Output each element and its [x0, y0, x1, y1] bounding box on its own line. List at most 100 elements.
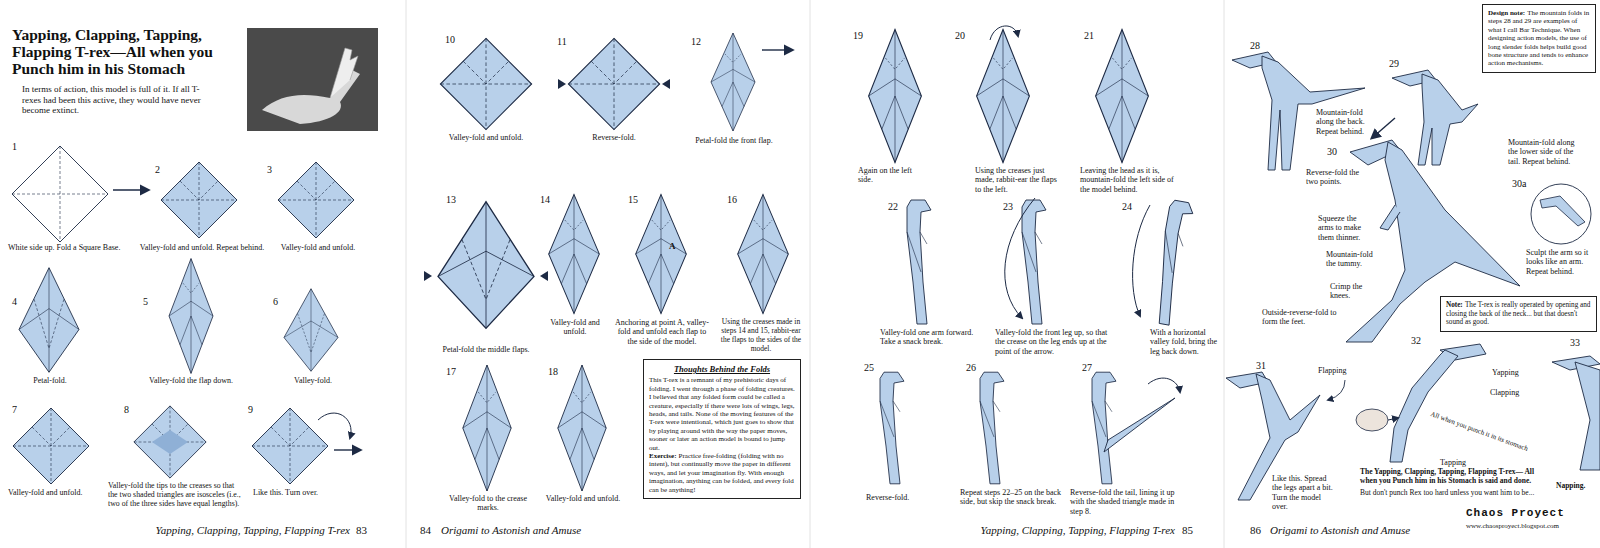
- fold-caption: Origami to Astonish and Amuse: [441, 524, 581, 537]
- step-number: 4: [12, 296, 17, 308]
- step-12: [711, 33, 755, 131]
- box-heading: Thoughts Behind the Folds: [649, 364, 795, 374]
- fold-caption: But don't punch Rex too hard unless you …: [1360, 489, 1552, 498]
- step-number: 21: [1084, 30, 1094, 42]
- fold-caption: Reverse-fold.: [574, 133, 654, 142]
- fold-caption: Reverse-fold.: [866, 493, 909, 502]
- step-number: A: [669, 241, 676, 252]
- fold-caption: Sculpt the arm so it looks like an arm. …: [1526, 248, 1592, 276]
- fold-caption: Flapping: [1318, 366, 1346, 375]
- fold-caption: Using the creases made in steps 14 and 1…: [720, 318, 802, 353]
- fold-caption: Valley-fold to the crease marks.: [442, 494, 534, 513]
- fold-caption: Clapping: [1490, 388, 1519, 397]
- fold-caption: Mountain-fold along the back. Repeat beh…: [1316, 108, 1380, 136]
- step-number: 30a: [1512, 178, 1526, 190]
- fold-caption: Crimp the knees.: [1330, 282, 1376, 301]
- fold-drawing: [1380, 205, 1400, 230]
- fold-arrow: [1133, 205, 1150, 316]
- step-27-tail: [1104, 378, 1180, 452]
- fold-caption: Valley-fold the front leg up, so that th…: [995, 328, 1115, 356]
- step-number: 14: [540, 194, 550, 206]
- fold-caption: Reverse-fold the two points.: [1306, 168, 1361, 187]
- fold-drawing: [12, 146, 108, 242]
- step-number: 33: [1570, 337, 1580, 349]
- step-2: [161, 162, 237, 238]
- step-19: [869, 29, 922, 162]
- step-11: [568, 38, 659, 129]
- step-3: [278, 162, 354, 238]
- fold-caption: Origami to Astonish and Amuse: [1270, 524, 1410, 537]
- step-15: [636, 195, 687, 314]
- fold-caption: Yapping, Clapping, Tapping, Flapping T-r…: [975, 524, 1175, 537]
- fold-caption: Valley-fold and unfold.: [8, 488, 108, 497]
- note-label: Design note:: [1488, 9, 1525, 17]
- fold-arrow: [1005, 198, 1035, 318]
- step-1: [12, 146, 148, 242]
- page-gutters: [406, 0, 1224, 548]
- step-18: [558, 365, 606, 491]
- fold-caption: Reverse-fold the tail, lining it up with…: [1070, 488, 1188, 516]
- fold-caption: Anchoring at point A, valley-fold and un…: [612, 318, 712, 346]
- step-17: [463, 365, 511, 491]
- fold-caption: Petal-fold.: [14, 376, 86, 385]
- fold-caption: All when you punch it in its stomach: [1429, 410, 1529, 453]
- fold-caption: Like this. Turn over.: [253, 488, 318, 497]
- step-number: 6: [273, 296, 278, 308]
- fold-caption: Valley-fold and unfold.: [546, 318, 604, 337]
- fold-caption: Outside-reverse-fold to form the feet.: [1262, 308, 1338, 327]
- fold-caption: Mountain-fold the tummy.: [1326, 250, 1376, 269]
- fold-caption: Petal-fold the front flap.: [682, 136, 786, 145]
- step-number: 2: [155, 164, 160, 176]
- step-23: [1022, 200, 1046, 324]
- step-number: 25: [864, 362, 874, 374]
- fold-drawing: [424, 271, 432, 281]
- step-number: 13: [446, 194, 456, 206]
- fold-drawing: [1418, 74, 1478, 165]
- step-number: 10: [445, 34, 455, 46]
- step-24: [1149, 200, 1194, 326]
- step-30a-detail: [1531, 184, 1591, 244]
- step-number: 9: [248, 404, 253, 416]
- step-10: [440, 38, 531, 129]
- step-number: 23: [1003, 201, 1013, 213]
- step-25: [880, 372, 904, 484]
- fold-drawing: [558, 79, 566, 89]
- fold-caption: White side up. Fold a Square Base.: [8, 243, 148, 252]
- photo: [247, 28, 378, 131]
- essay-box: Thoughts Behind the FoldsThis T-rex is a…: [643, 359, 801, 499]
- step-number: 15: [628, 194, 638, 206]
- fold-caption: Valley-fold and unfold.: [540, 494, 626, 503]
- fold-caption: The Yapping, Clapping, Tapping, Flapping…: [1360, 468, 1550, 486]
- fold-drawing: [1575, 362, 1600, 470]
- fold-caption: Mountain-fold along the lower side of th…: [1508, 138, 1582, 166]
- step-number: 32: [1411, 335, 1421, 347]
- fold-caption: Again on the left side.: [858, 166, 920, 185]
- step-number: 27: [1082, 362, 1092, 374]
- step-20: [977, 29, 1030, 162]
- step-27: [1092, 372, 1116, 484]
- fold-caption: Like this. Spread the legs apart a bit. …: [1272, 474, 1336, 512]
- fold-drawing: [1540, 196, 1585, 226]
- fold-caption: Yapping, Clapping, Tapping, Flapping T-r…: [150, 524, 350, 537]
- fold-drawing: [152, 430, 170, 454]
- step-number: 17: [446, 366, 456, 378]
- step-number: 24: [1122, 201, 1132, 213]
- fold-drawing: [113, 189, 148, 190]
- step-number: 31: [1256, 360, 1266, 372]
- step-arrow: [762, 49, 792, 50]
- fold-caption: Petal-fold the middle flaps.: [426, 345, 546, 354]
- fold-drawing: [540, 271, 548, 281]
- note-label: Note:: [1446, 301, 1463, 309]
- fold-drawing: [334, 449, 360, 450]
- fold-caption: Valley-fold and unfold.: [268, 243, 368, 252]
- watermark: Chaos Proyect: [1466, 507, 1565, 520]
- step-26: [980, 372, 1004, 484]
- turn-over-arrow: [318, 413, 360, 450]
- step-8: [134, 406, 206, 478]
- fold-caption: Yapping: [1492, 368, 1519, 377]
- fold-caption: Valley-fold and unfold.: [436, 133, 536, 142]
- fold-caption: Using the creases just made, rabbit-ear …: [975, 166, 1057, 194]
- fold-arrow: [990, 26, 1018, 40]
- step-number: 26: [966, 362, 976, 374]
- fold-caption: Squeeze the arms to make them thinner.: [1318, 214, 1370, 242]
